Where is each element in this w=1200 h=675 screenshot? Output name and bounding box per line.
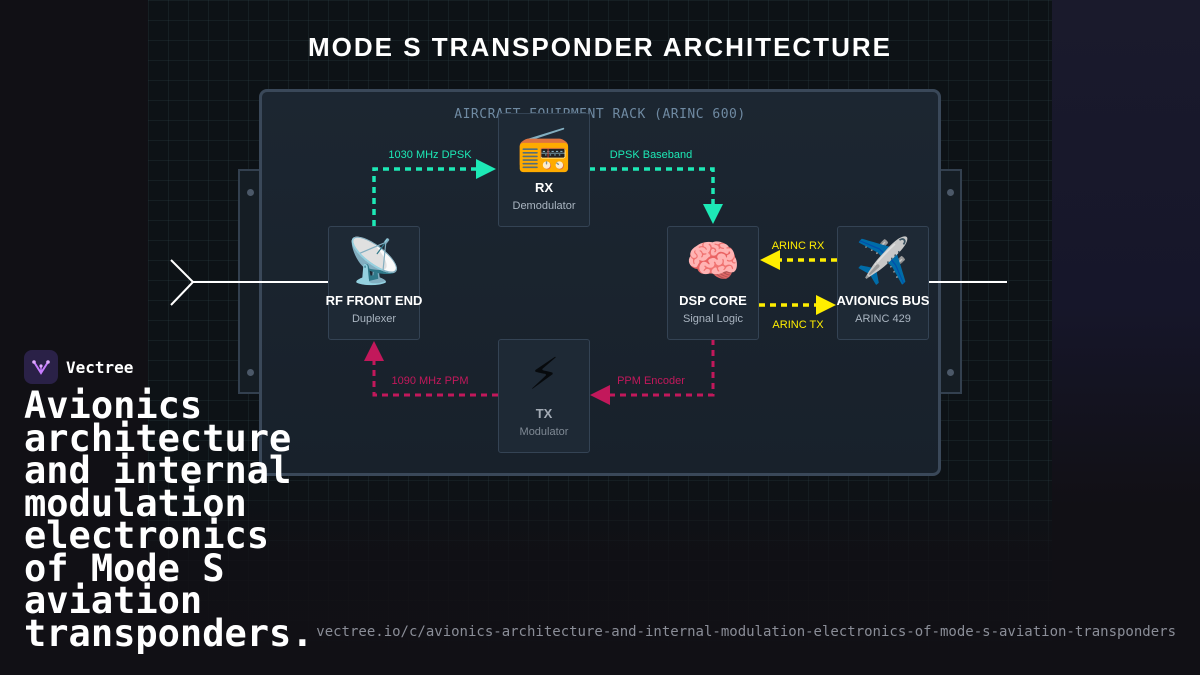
grid-fade (148, 470, 1052, 675)
screw (947, 189, 954, 196)
module-rf-front-end: 📡 RF FRONT END Duplexer (326, 226, 422, 340)
airplane-icon: ✈️ (855, 237, 911, 286)
module-subtitle: Signal Logic (683, 313, 743, 325)
arinc-tx-label: ARINC TX (772, 319, 824, 331)
diagram-title: MODE S TRANSPONDER ARCHITECTURE (308, 32, 892, 62)
encoder-label: PPM Encoder (617, 375, 685, 387)
arinc-rx-label: ARINC RX (772, 240, 825, 252)
encoder-arrow (590, 385, 610, 405)
module-subtitle: Duplexer (351, 313, 397, 325)
encoder-line (606, 339, 715, 397)
module-name: AVIONICS BUS (836, 293, 930, 308)
satellite-antenna-icon: 📡 (346, 237, 402, 286)
module-dsp-core: 🧠 DSP CORE Signal Logic (667, 226, 759, 340)
brand[interactable]: Vectree (24, 350, 133, 384)
module-avionics-bus: ✈️ AVIONICS BUS ARINC 429 (837, 226, 929, 340)
uplink-label: 1030 MHz DPSK (388, 149, 472, 161)
screw (947, 369, 954, 376)
module-subtitle: Modulator (519, 426, 569, 438)
antenna-symbol (170, 259, 195, 306)
downlink-label: 1090 MHz PPM (391, 375, 468, 387)
module-tx: ⚡ TX Modulator (498, 339, 590, 453)
module-subtitle: Demodulator (512, 200, 576, 212)
radio-icon: 📻 (516, 124, 572, 173)
baseband-label: DPSK Baseband (610, 149, 693, 161)
arinc-tx-arrow (816, 295, 836, 315)
module-name: RF FRONT END (325, 293, 423, 308)
module-name: RX (534, 180, 554, 195)
screw (247, 369, 254, 376)
module-name: DSP CORE (679, 293, 747, 308)
baseband-arrow (703, 204, 723, 224)
uplink-line (372, 167, 480, 226)
downlink-line (372, 357, 498, 397)
background-right-panel (1052, 0, 1200, 675)
module-subtitle: ARINC 429 (855, 313, 911, 325)
equipment-rack (259, 89, 941, 476)
brain-icon: 🧠 (685, 237, 741, 286)
baseband-line (589, 167, 715, 208)
screw (247, 189, 254, 196)
brand-name: Vectree (66, 357, 134, 377)
lightning-icon: ⚡ (528, 350, 560, 399)
module-rx: 📻 RX Demodulator (498, 113, 590, 227)
module-name: TX (535, 406, 553, 421)
caption: Avionics architecture and internal modul… (24, 384, 314, 655)
vectree-logo-icon (24, 350, 58, 384)
page-url[interactable]: vectree.io/c/avionics-architecture-and-i… (316, 624, 1176, 640)
uplink-arrow (476, 159, 496, 179)
downlink-arrow (364, 341, 384, 361)
arinc-rx-arrow (760, 250, 780, 270)
